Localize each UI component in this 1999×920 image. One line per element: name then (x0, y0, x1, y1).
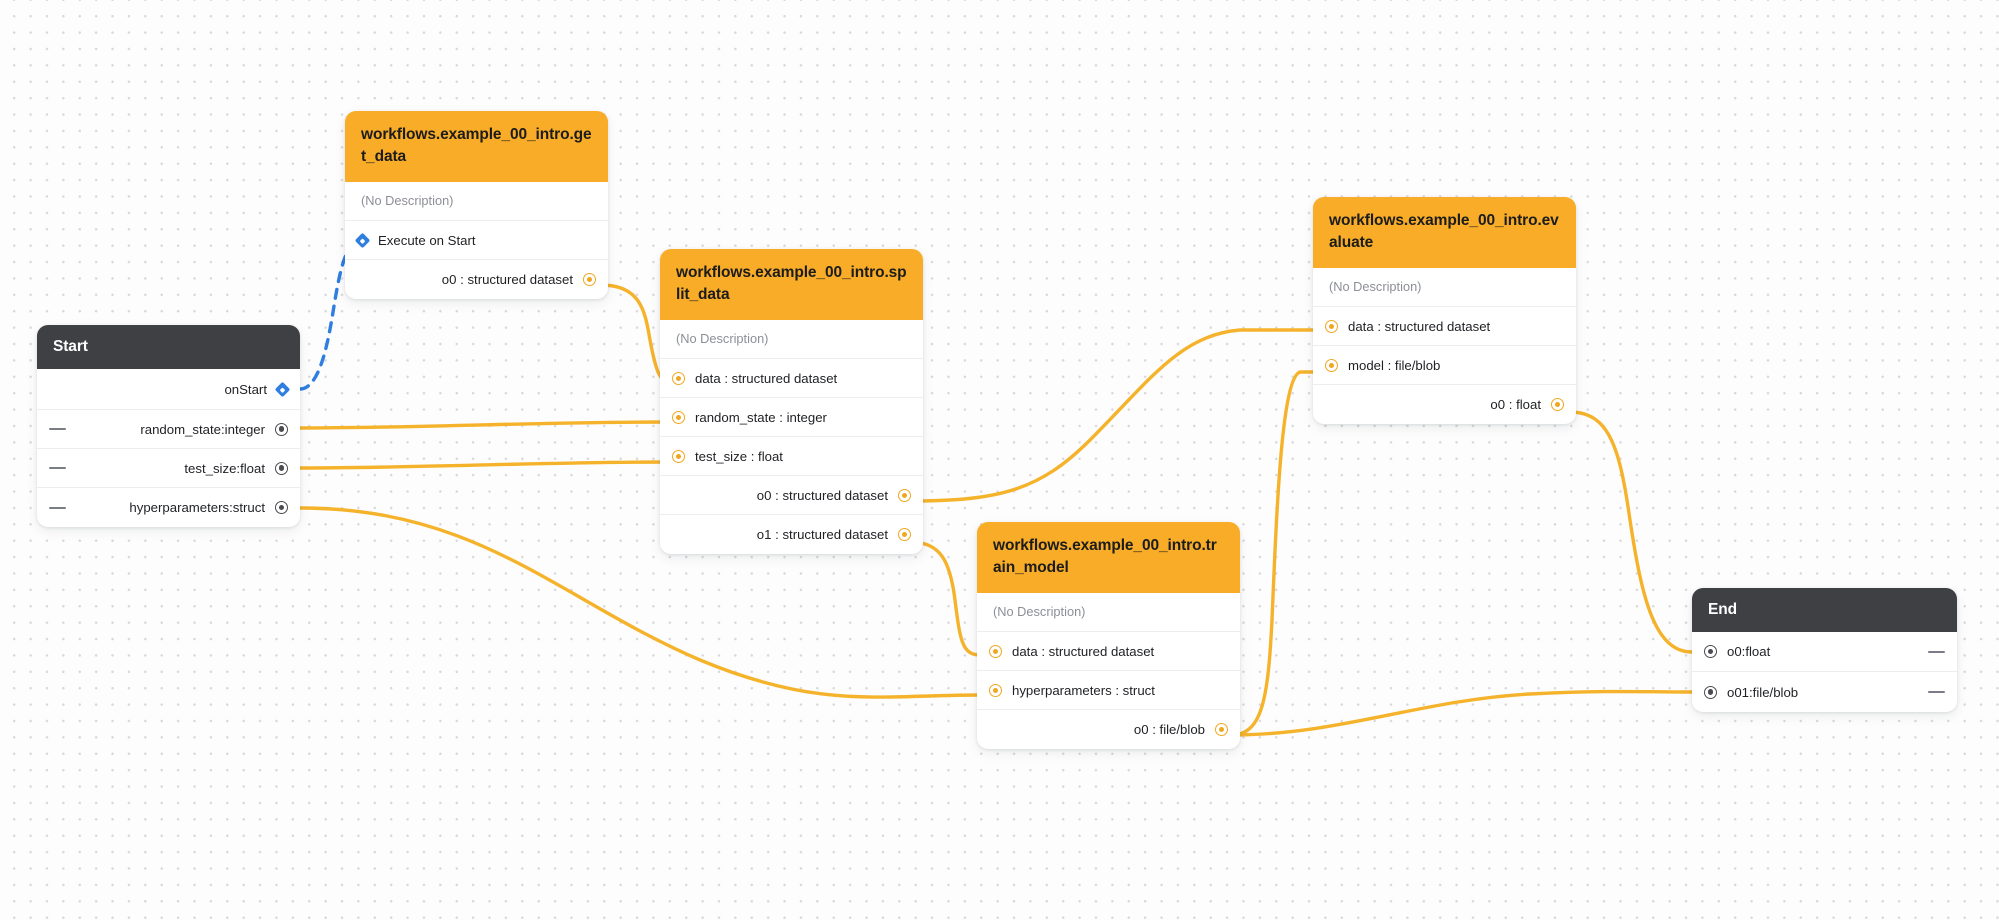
edge-trainmodel-o0-to-evaluate-model (1229, 370, 1319, 737)
port-label-splitdata-o1: o1 : structured dataset (756, 527, 888, 542)
node-train-model-description: (No Description) (977, 593, 1240, 632)
port-row-trainmodel-data[interactable]: data : structured dataset (977, 632, 1240, 671)
circle-port-icon[interactable] (672, 449, 685, 463)
node-split-data-title: workflows.example_00_intro.split_data (660, 249, 923, 320)
port-row-splitdata-data[interactable]: data : structured dataset (660, 359, 923, 398)
port-label-splitdata-data: data : structured dataset (695, 370, 838, 386)
port-label-trainmodel-o0: o0 : file/blob (1133, 722, 1205, 737)
edge-splitdata-o0-to-evaluate-data (908, 328, 1319, 503)
circle-port-icon[interactable] (672, 371, 685, 385)
circle-port-icon[interactable] (989, 683, 1002, 697)
port-label-evaluate-model: model : file/blob (1348, 357, 1441, 373)
dash-icon (49, 428, 66, 430)
port-row-trainmodel-hyperparameters[interactable]: hyperparameters : struct (977, 671, 1240, 710)
node-evaluate-description: (No Description) (1313, 268, 1576, 307)
port-label-test-size: test_size:float (184, 460, 265, 476)
circle-port-icon[interactable] (989, 644, 1002, 658)
node-get-data-description: (No Description) (345, 182, 608, 221)
circle-port-icon[interactable] (275, 501, 288, 514)
dash-icon (49, 506, 66, 509)
circle-port-icon[interactable] (583, 273, 596, 286)
node-end[interactable]: End o0:float o01:file/blob (1692, 588, 1957, 712)
port-label-splitdata-test-size: test_size : float (695, 448, 783, 464)
port-row-splitdata-test-size[interactable]: test_size : float (660, 437, 923, 476)
port-row-start-hyperparameters[interactable]: hyperparameters:struct (37, 488, 300, 527)
dash-icon (49, 467, 66, 469)
port-row-start-onstart[interactable]: onStart (37, 369, 300, 410)
node-evaluate[interactable]: workflows.example_00_intro.evaluate (No … (1313, 197, 1576, 424)
port-row-evaluate-o0[interactable]: o0 : float (1313, 385, 1576, 424)
node-split-data-description: (No Description) (660, 320, 923, 359)
circle-port-icon[interactable] (1325, 319, 1338, 333)
port-label-trainmodel-hyperparameters: hyperparameters : struct (1012, 682, 1155, 698)
port-label-trainmodel-data: data : structured dataset (1012, 643, 1155, 659)
circle-port-icon[interactable] (275, 461, 288, 475)
port-label-onstart: onStart (224, 381, 267, 397)
port-label-end-o0: o0:float (1727, 644, 1771, 659)
diamond-port-icon[interactable] (274, 381, 291, 397)
circle-port-icon[interactable] (1325, 358, 1338, 372)
port-row-start-random-state[interactable]: random_state:integer (37, 410, 300, 449)
edge-start-testsize-to-splitdata-testsize (298, 460, 672, 470)
port-row-splitdata-o0[interactable]: o0 : structured dataset (660, 476, 923, 515)
circle-port-icon[interactable] (898, 528, 911, 541)
port-row-end-o01[interactable]: o01:file/blob (1692, 672, 1957, 712)
port-row-splitdata-random-state[interactable]: random_state : integer (660, 398, 923, 437)
port-label-evaluate-data: data : structured dataset (1348, 318, 1491, 334)
edge-splitdata-o1-to-trainmodel-data (908, 540, 982, 657)
port-label-execute-on-start: Execute on Start (378, 232, 476, 248)
node-split-data[interactable]: workflows.example_00_intro.split_data (N… (660, 249, 923, 554)
port-row-start-test-size[interactable]: test_size:float (37, 449, 300, 488)
node-start[interactable]: Start onStart random_state:integer test_… (37, 325, 300, 527)
port-row-trainmodel-o0[interactable]: o0 : file/blob (977, 710, 1240, 749)
circle-port-icon[interactable] (672, 410, 685, 424)
edge-evaluate-o0-to-end-o0 (1568, 410, 1694, 654)
port-row-getdata-o0[interactable]: o0 : structured dataset (345, 260, 608, 299)
circle-port-icon[interactable] (1551, 398, 1564, 411)
port-label-hyperparameters: hyperparameters:struct (129, 500, 265, 515)
node-end-title: End (1692, 588, 1957, 632)
circle-port-icon[interactable] (1704, 645, 1717, 658)
node-get-data[interactable]: workflows.example_00_intro.get_data (No … (345, 111, 608, 299)
circle-port-icon[interactable] (275, 422, 288, 436)
dash-icon (1928, 650, 1945, 653)
port-row-evaluate-model[interactable]: model : file/blob (1313, 346, 1576, 385)
node-train-model-title: workflows.example_00_intro.train_model (977, 522, 1240, 593)
edge-trainmodel-o0-to-end-o01 (1229, 689, 1694, 737)
circle-port-icon[interactable] (898, 488, 911, 502)
circle-port-icon[interactable] (1704, 685, 1717, 699)
node-evaluate-title: workflows.example_00_intro.evaluate (1313, 197, 1576, 268)
node-start-title: Start (37, 325, 300, 369)
circle-port-icon[interactable] (1215, 723, 1228, 736)
port-label-random-state: random_state:integer (140, 421, 265, 437)
port-label-evaluate-o0: o0 : float (1490, 397, 1541, 412)
port-label-getdata-o0: o0 : structured dataset (441, 272, 573, 287)
dash-icon (1928, 691, 1945, 693)
edge-start-randomstate-to-splitdata-randomstate (298, 420, 672, 430)
port-label-end-o01: o01:file/blob (1727, 684, 1799, 700)
port-row-getdata-execute-on-start[interactable]: Execute on Start (345, 221, 608, 260)
node-train-model[interactable]: workflows.example_00_intro.train_model (… (977, 522, 1240, 749)
port-label-splitdata-random-state: random_state : integer (695, 409, 827, 425)
port-row-evaluate-data[interactable]: data : structured dataset (1313, 307, 1576, 346)
port-row-splitdata-o1[interactable]: o1 : structured dataset (660, 515, 923, 554)
port-label-splitdata-o0: o0 : structured dataset (756, 487, 888, 503)
node-get-data-title: workflows.example_00_intro.get_data (345, 111, 608, 182)
port-row-end-o0[interactable]: o0:float (1692, 632, 1957, 672)
